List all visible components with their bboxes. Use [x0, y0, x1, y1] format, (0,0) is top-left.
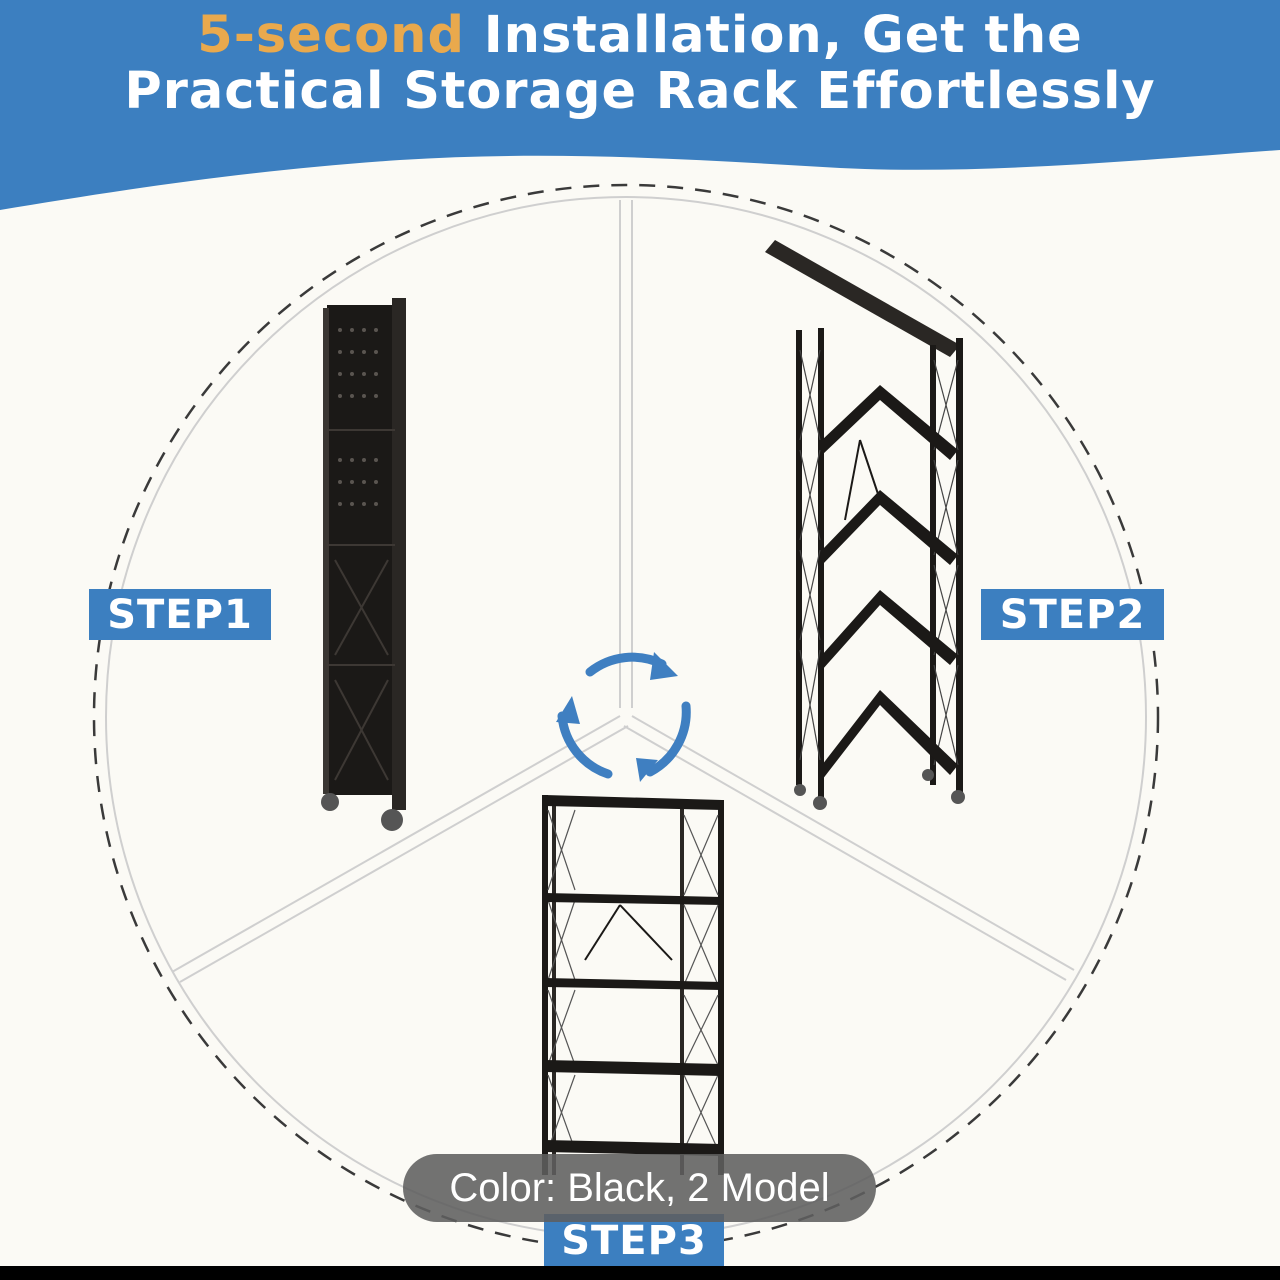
inner-circle [105, 196, 1147, 1238]
color-caption-pill[interactable]: Color: Black, 2 Model [403, 1154, 876, 1222]
header-banner [0, 0, 1280, 210]
folded-rack-step1 [321, 298, 406, 831]
headline-line-1-text: Installation, Get the [464, 6, 1083, 65]
section-dividers [171, 200, 1075, 983]
dashed-outer-circle [92, 183, 1160, 1251]
headline-line-1: 5-second Installation, Get the [0, 10, 1280, 61]
assembled-rack-step3 [542, 795, 724, 1175]
bottom-edge-bar [0, 1266, 1280, 1280]
headline-accent: 5-second [197, 6, 465, 65]
step2-label: STEP2 [981, 589, 1164, 640]
unfolding-rack-step2 [765, 240, 965, 810]
step1-label: STEP1 [89, 589, 271, 640]
cycle-arrowheads [556, 652, 678, 782]
headline-line-2: Practical Storage Rack Effortlessly [124, 62, 1156, 121]
